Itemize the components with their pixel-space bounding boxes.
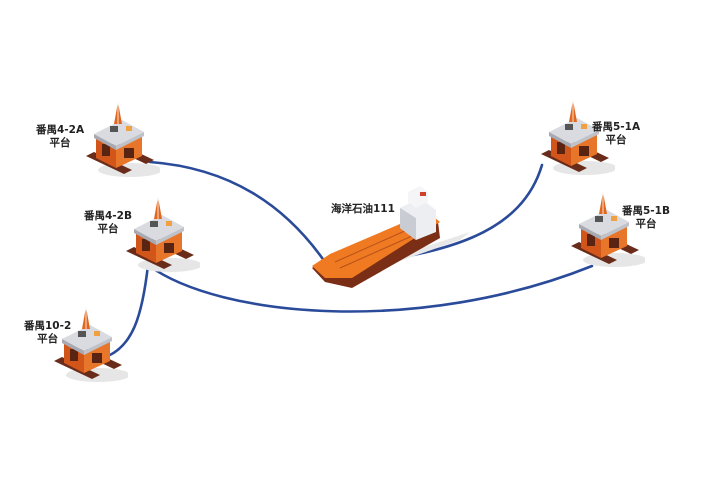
platform-name: 番禺10-2 (24, 320, 72, 332)
platform-suffix: 平台 (37, 333, 59, 345)
pipeline-4-2b-to-10-2 (106, 263, 150, 358)
platform-name: 番禺5-1A (592, 121, 641, 133)
platform-name: 番禺4-2B (84, 210, 132, 222)
platform-suffix: 平台 (605, 134, 627, 146)
vessel-haiyang-shiyou-111[interactable] (312, 186, 470, 288)
pipeline-4-2a-to-vessel (148, 160, 327, 264)
platform-suffix: 平台 (49, 137, 71, 149)
platform-name: 番禺4-2A (36, 124, 85, 136)
vessel-label: 海洋石油111 (331, 203, 395, 215)
platform-suffix: 平台 (635, 218, 657, 230)
platform-panyu-4-2a[interactable] (85, 101, 162, 178)
platform-suffix: 平台 (97, 223, 119, 235)
pipeline-4-2b-to-5-1b (146, 263, 594, 313)
platform-name: 番禺5-1B (622, 205, 670, 217)
platform-panyu-4-2b[interactable] (125, 196, 202, 273)
